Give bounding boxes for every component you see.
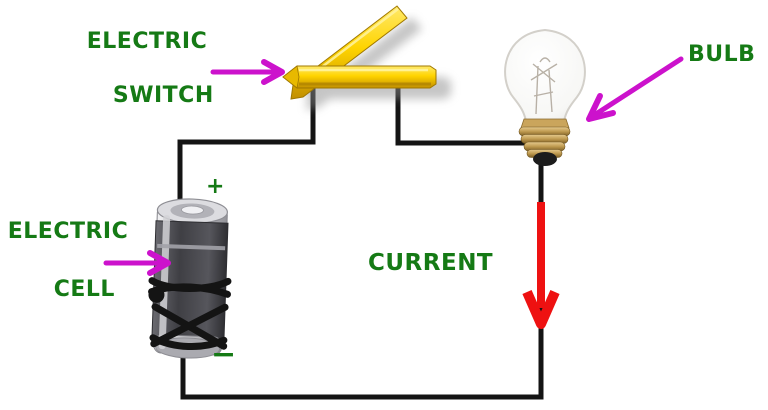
cell-pointer-arrow xyxy=(103,250,171,276)
electric-cell-label-line2: CELL xyxy=(53,277,115,302)
bulb-label: BULB xyxy=(688,42,756,67)
wire-switch-to-bulb xyxy=(395,78,537,146)
positive-terminal-label: + xyxy=(206,174,225,199)
electric-cell-label-line1: ELECTRIC xyxy=(7,219,129,244)
electric-switch-label: ELECTRIC SWITCH xyxy=(74,28,220,109)
bulb-filament xyxy=(530,57,558,115)
battery-strap xyxy=(148,277,232,351)
wire-bulb-to-cell xyxy=(180,158,544,400)
current-arrow xyxy=(522,202,560,329)
wire-cell-to-switch xyxy=(177,78,316,207)
electric-switch-label-line1: ELECTRIC xyxy=(86,29,208,54)
negative-terminal-label: − xyxy=(211,337,237,372)
current-label: CURRENT xyxy=(368,250,494,276)
bulb-graphic xyxy=(504,28,586,166)
switch-pointer-arrow xyxy=(210,59,285,85)
electric-switch-label-line2: SWITCH xyxy=(112,83,214,108)
electric-cell-graphic xyxy=(148,198,232,359)
electric-switch-graphic xyxy=(282,5,437,100)
bulb-pointer-arrow xyxy=(586,56,684,122)
electric-cell-label: ELECTRIC CELL xyxy=(2,217,134,304)
